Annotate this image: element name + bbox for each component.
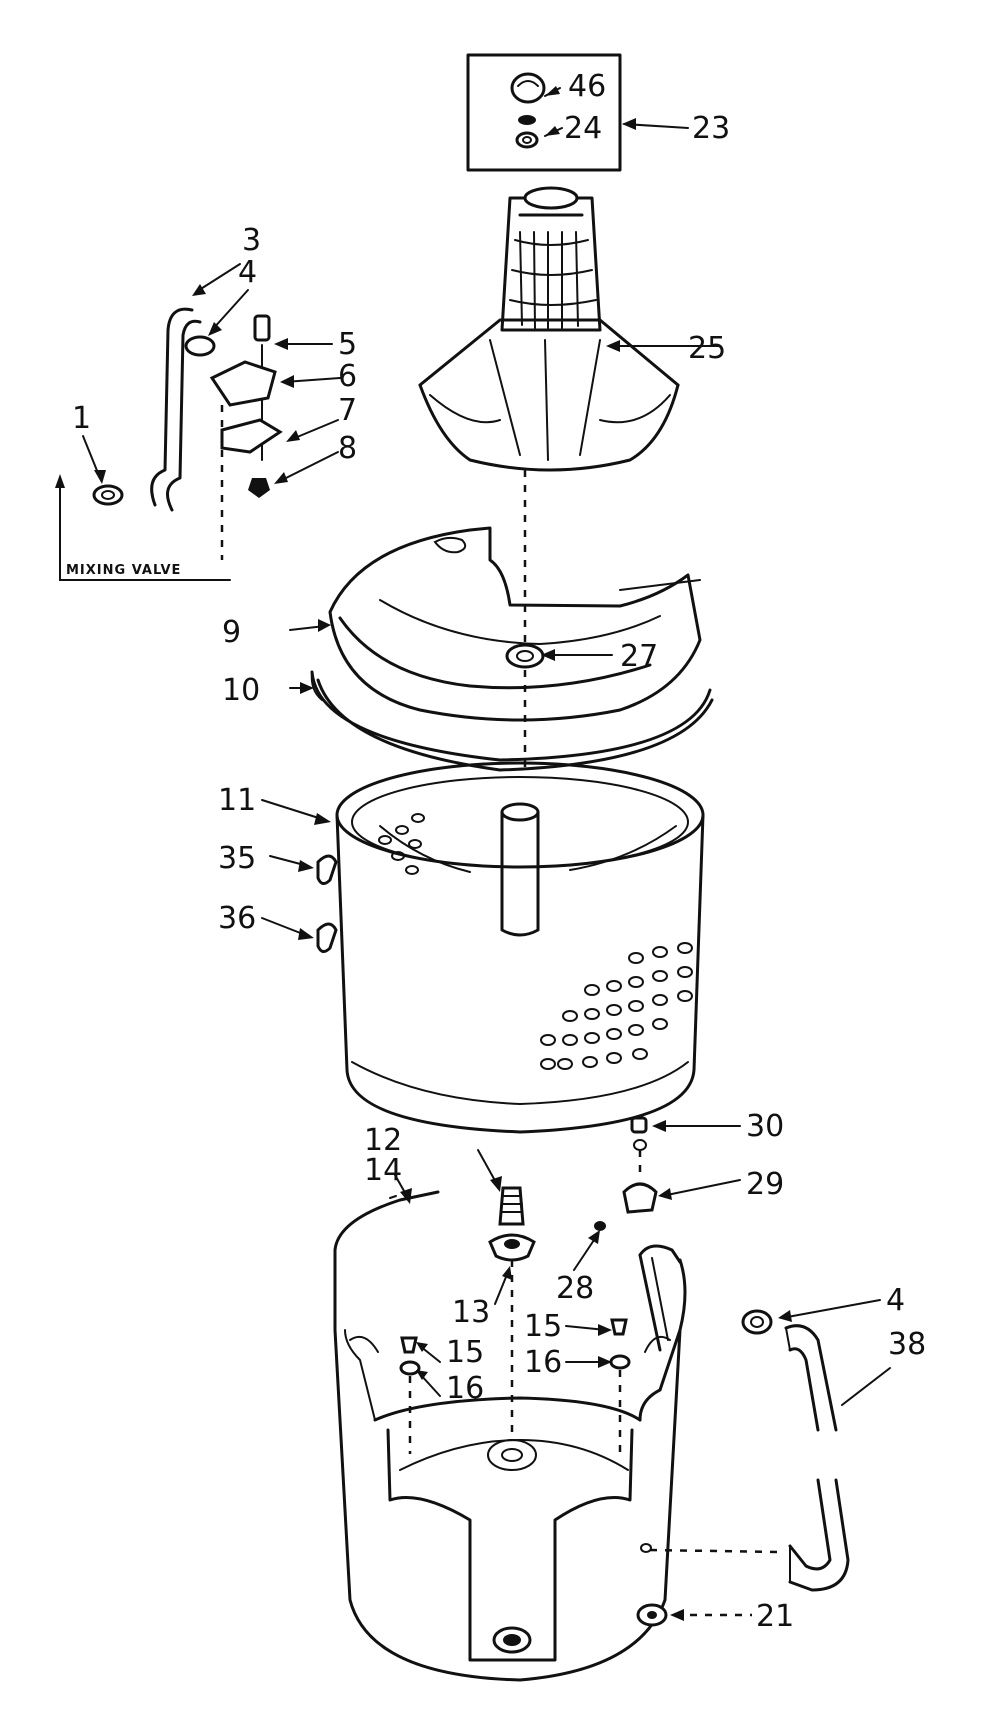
label-21: 21 bbox=[756, 1599, 794, 1634]
outer-tub-14 bbox=[333, 1116, 741, 1682]
label-13: 13 bbox=[452, 1295, 490, 1330]
label-5: 5 bbox=[338, 327, 357, 362]
label-14: 14 bbox=[364, 1153, 402, 1188]
basket-holes-right bbox=[540, 942, 693, 1070]
agitator-25 bbox=[418, 186, 721, 472]
label-35: 35 bbox=[218, 841, 256, 876]
screw-15a bbox=[400, 1336, 418, 1354]
label-11: 11 bbox=[218, 783, 256, 818]
ring-4-lower bbox=[741, 1309, 773, 1335]
ring-4 bbox=[184, 335, 216, 357]
clip-35 bbox=[316, 854, 338, 885]
label-10: 10 bbox=[222, 673, 260, 708]
mixing-valve-assembly: MIXING VALVE bbox=[55, 263, 341, 581]
tub-cover-9 bbox=[289, 470, 702, 722]
washer-16b bbox=[609, 1354, 631, 1370]
label-1: 1 bbox=[72, 401, 91, 436]
label-15b: 15 bbox=[524, 1309, 562, 1344]
inset-box-23 bbox=[466, 53, 689, 172]
seal-ring-10 bbox=[289, 670, 714, 772]
clamp-1 bbox=[92, 484, 124, 506]
basket-holes-left bbox=[378, 813, 425, 875]
label-36: 36 bbox=[218, 901, 256, 936]
label-3: 3 bbox=[242, 223, 261, 258]
washer-24-top bbox=[518, 115, 536, 125]
label-6: 6 bbox=[338, 359, 357, 394]
mixing-valve-label: MIXING VALVE bbox=[66, 563, 181, 578]
label-4a: 4 bbox=[238, 255, 257, 290]
label-46: 46 bbox=[568, 69, 606, 104]
label-8: 8 bbox=[338, 431, 357, 466]
label-15a: 15 bbox=[446, 1335, 484, 1370]
label-25: 25 bbox=[688, 331, 726, 366]
plug-28 bbox=[594, 1221, 606, 1231]
part-labels: 46 24 23 25 3 4 5 6 7 8 1 9 10 27 11 35 … bbox=[72, 69, 926, 1634]
screw-15b bbox=[610, 1318, 628, 1336]
label-16b: 16 bbox=[524, 1345, 562, 1380]
label-4b: 4 bbox=[886, 1283, 905, 1318]
label-38: 38 bbox=[888, 1327, 926, 1362]
cap-46 bbox=[510, 72, 546, 104]
cap-30 bbox=[630, 1116, 648, 1134]
label-28: 28 bbox=[556, 1271, 594, 1306]
label-24: 24 bbox=[564, 111, 602, 146]
grommet-27 bbox=[505, 643, 545, 669]
label-9: 9 bbox=[222, 615, 241, 650]
gasket-7 bbox=[220, 418, 283, 454]
washer-24 bbox=[515, 131, 539, 149]
basket-11 bbox=[261, 761, 705, 1134]
drain-hose-38 bbox=[636, 1299, 891, 1627]
screw-5 bbox=[253, 314, 271, 342]
nut-8 bbox=[248, 478, 270, 498]
spring-12 bbox=[498, 1186, 525, 1226]
label-12: 12 bbox=[364, 1123, 402, 1158]
label-23: 23 bbox=[692, 111, 730, 146]
washer-16a bbox=[399, 1360, 421, 1376]
valve-29 bbox=[622, 1182, 658, 1214]
label-29: 29 bbox=[746, 1167, 784, 1202]
clip-36 bbox=[316, 922, 338, 953]
bracket-6 bbox=[209, 360, 277, 407]
label-7: 7 bbox=[338, 393, 357, 428]
label-30: 30 bbox=[746, 1109, 784, 1144]
label-27: 27 bbox=[620, 639, 658, 674]
label-16a: 16 bbox=[446, 1371, 484, 1406]
